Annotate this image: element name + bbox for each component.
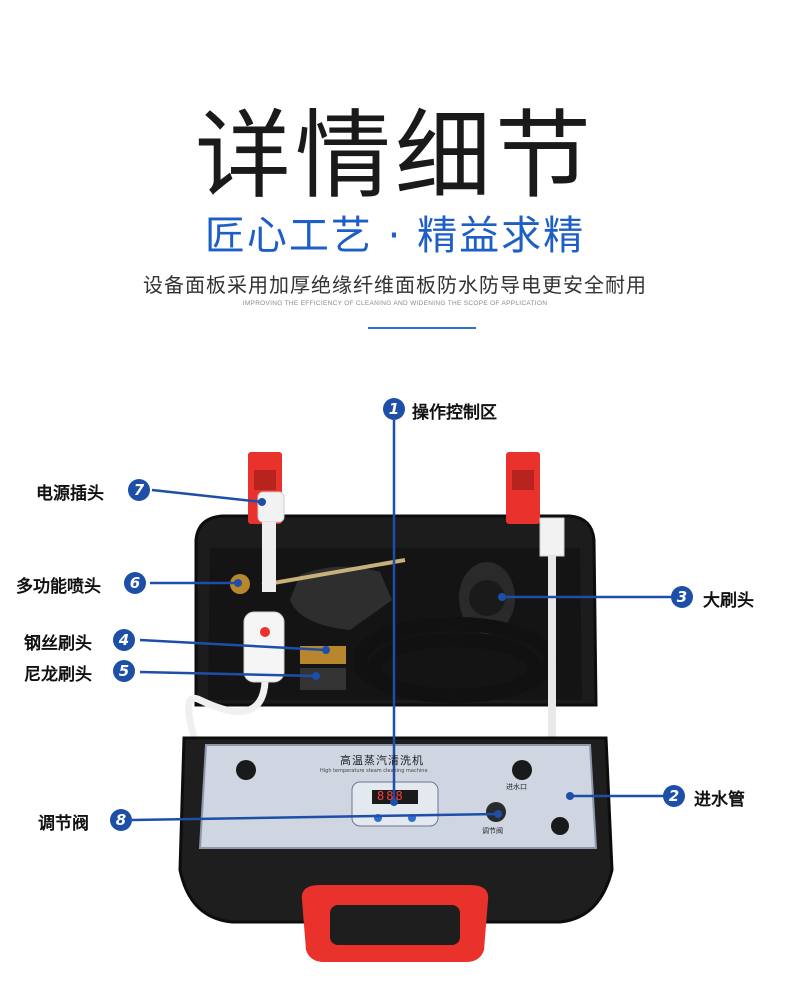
callout-6-label: 多功能喷头 <box>16 577 101 597</box>
page-title: 详情细节 <box>195 100 595 212</box>
callout-1-label: 操作控制区 <box>412 403 497 423</box>
callout-3-label: 大刷头 <box>703 591 754 611</box>
page-description: 设备面板采用加厚绝缘纤维面板防水防导电更安全耐用 <box>143 273 647 297</box>
right-latch <box>506 452 540 524</box>
callout-7-badge: 7 <box>128 479 150 501</box>
callout-4-badge: 4 <box>113 629 135 651</box>
callout-8-badge: 8 <box>110 809 132 831</box>
panel-product-name: 高温蒸汽清洗机 <box>340 754 424 767</box>
english-caption: IMPROVING THE EFFICIENCY OF CLEANING AND… <box>242 300 548 307</box>
callout-5-badge: 5 <box>113 660 135 682</box>
callout-2-badge: 2 <box>663 785 685 807</box>
page-subtitle: 匠心工艺 · 精益求精 <box>204 213 586 259</box>
callout-6-badge: 6 <box>124 572 146 594</box>
title-divider <box>368 327 476 329</box>
panel-product-name-en: High temperature steam cleaning machine <box>320 768 428 774</box>
callout-5-label: 尼龙刷头 <box>24 665 92 685</box>
callout-3-badge: 3 <box>671 586 693 608</box>
panel-display: 888 <box>377 789 405 803</box>
callout-8-label: 调节阀 <box>38 814 89 834</box>
callout-7-label: 电源插头 <box>36 484 104 504</box>
callout-1-badge: 1 <box>383 398 405 420</box>
panel-inlet-label: 进水口 <box>506 783 527 791</box>
callout-2-label: 进水管 <box>694 790 745 810</box>
panel-valve-label: 调节阀 <box>482 827 503 835</box>
callout-4-label: 钢丝刷头 <box>24 634 92 654</box>
